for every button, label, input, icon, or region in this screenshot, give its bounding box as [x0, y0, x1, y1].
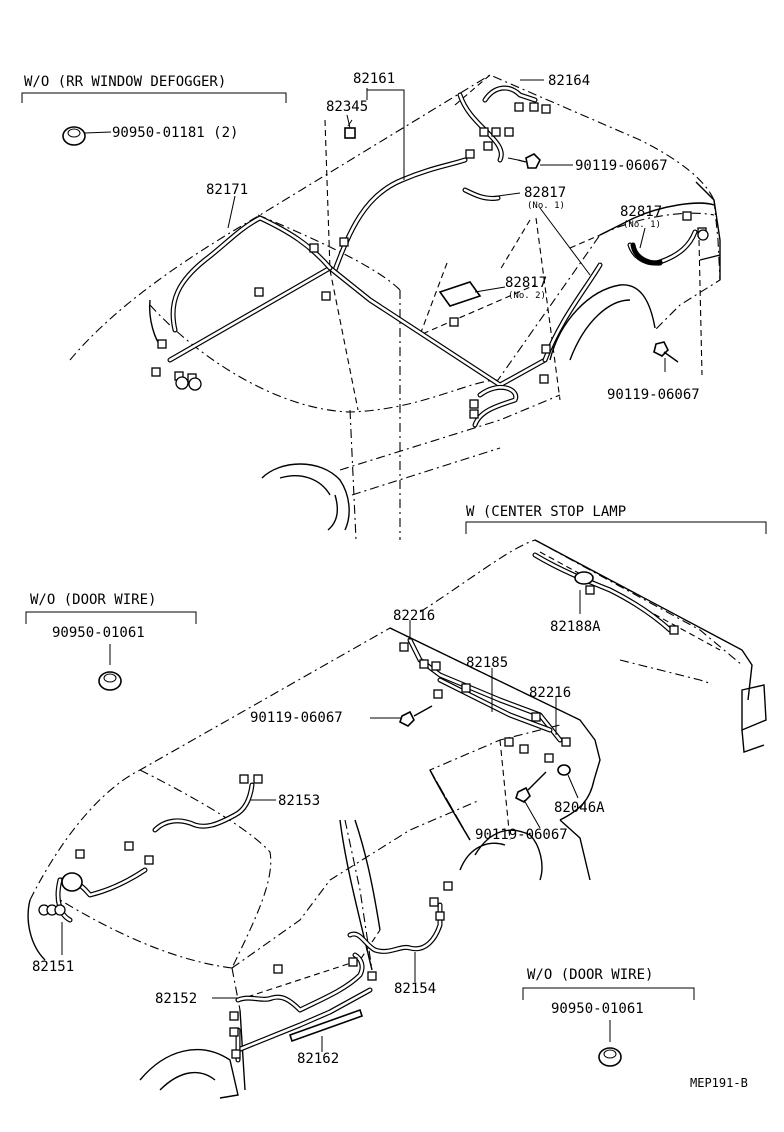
top-assembly: W/O (RR WINDOW DEFOGGER) 90950-01181 (2)	[21, 71, 721, 541]
part-label-90119-06067-c: 90119-06067	[250, 710, 343, 726]
screw-icon	[653, 341, 679, 363]
part-label-82817-a: 82817	[524, 185, 566, 201]
option-label-door-wire-left: W/O (DOOR WIRE)	[30, 592, 156, 608]
part-label-82185: 82185	[466, 655, 508, 671]
screw-icon	[515, 771, 547, 803]
part-note-82817-c: (No. 2)	[508, 291, 546, 301]
part-note-82817-a: (No. 1)	[527, 201, 565, 211]
part-label-82817-b: 82817	[620, 204, 662, 220]
screw-icon	[399, 705, 433, 727]
part-label-82216-b: 82216	[529, 685, 571, 701]
part-label-82153: 82153	[278, 793, 320, 809]
option-label-door-wire-right: W/O (DOOR WIRE)	[527, 967, 653, 983]
part-label-82046A: 82046A	[554, 800, 605, 816]
part-label-82152: 82152	[155, 991, 197, 1007]
part-label-90119-06067-a: 90119-06067	[575, 158, 668, 174]
bottom-assembly: 82216 82185 82216 90119-06067 82153 8204…	[27, 608, 605, 1099]
part-label-82171: 82171	[206, 182, 248, 198]
grommet-icon	[98, 671, 122, 691]
part-label-90950-01061-left: 90950-01061	[52, 625, 145, 641]
part-label-90119-06067-d: 90119-06067	[475, 827, 568, 843]
part-label-90950-01181: 90950-01181 (2)	[112, 125, 238, 141]
part-label-82151: 82151	[32, 959, 74, 975]
part-label-90119-06067-b: 90119-06067	[607, 387, 700, 403]
part-label-82345: 82345	[326, 99, 368, 115]
clip-82345-icon	[344, 119, 356, 139]
part-note-82817-b: (No. 1)	[623, 220, 661, 230]
part-label-90950-01061-right: 90950-01061	[551, 1001, 644, 1017]
center-stop-lamp-assembly: W (CENTER STOP LAMP 82188A	[419, 504, 767, 753]
grommet-icon	[62, 126, 86, 146]
option-label-center-stop-lamp: W (CENTER STOP LAMP	[466, 504, 626, 520]
door-wire-left-option: W/O (DOOR WIRE) 90950-01061	[25, 592, 197, 691]
screw-icon	[507, 153, 541, 169]
part-label-82216-a: 82216	[393, 608, 435, 624]
part-label-82161: 82161	[353, 71, 395, 87]
part-label-82188A: 82188A	[550, 619, 601, 635]
part-label-82164: 82164	[548, 73, 590, 89]
option-bracket	[21, 92, 287, 103]
part-label-82154: 82154	[394, 981, 436, 997]
door-wire-right-option: W/O (DOOR WIRE) 90950-01061	[522, 967, 695, 1067]
grommet-icon	[598, 1047, 622, 1067]
option-label-rr-defogger: W/O (RR WINDOW DEFOGGER)	[24, 74, 226, 90]
part-label-82162: 82162	[297, 1051, 339, 1067]
part-label-82817-c: 82817	[505, 275, 547, 291]
diagram-code: MEP191-B	[690, 1076, 748, 1090]
